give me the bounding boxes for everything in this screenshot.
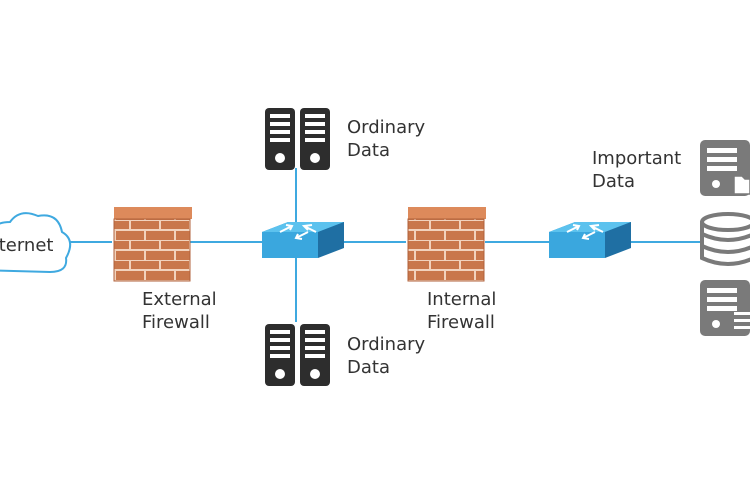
important-data-label-line2: Data xyxy=(592,171,635,192)
important-data-label-line1: Important xyxy=(592,148,681,169)
firewall-top-icon xyxy=(114,207,192,219)
server-icon xyxy=(265,108,330,170)
ordinary-data-bottom-label-line1: Ordinary xyxy=(347,334,426,355)
switch-icon xyxy=(548,221,632,259)
ordinary-data-top-label-line2: Data xyxy=(347,140,390,161)
ordinary-data-bottom: Ordinary Data xyxy=(265,324,426,386)
cloud-icon xyxy=(0,212,72,274)
internet-node: Internet xyxy=(0,212,72,274)
ordinary-data-bottom-label-line2: Data xyxy=(347,357,390,378)
server-icon xyxy=(265,324,330,386)
internal-firewall-label-line2: Firewall xyxy=(427,312,495,333)
switch-2 xyxy=(548,221,632,259)
firewall-icon xyxy=(407,218,485,282)
internal-firewall: Internal Firewall xyxy=(407,207,496,333)
links xyxy=(66,168,700,322)
ordinary-data-top: Ordinary Data xyxy=(265,108,426,170)
external-firewall: External Firewall xyxy=(113,207,217,333)
external-firewall-label-line2: Firewall xyxy=(142,312,210,333)
switch-1 xyxy=(261,221,345,259)
internal-firewall-label-line1: Internal xyxy=(427,289,496,310)
file-server-icon xyxy=(700,140,750,196)
internet-label: Internet xyxy=(0,235,53,256)
switch-icon xyxy=(261,221,345,259)
external-firewall-label-line1: External xyxy=(142,289,217,310)
firewall-top-icon xyxy=(408,207,486,219)
database-icon xyxy=(700,212,750,266)
firewall-icon xyxy=(113,218,191,282)
server-list-icon xyxy=(700,280,750,336)
ordinary-data-top-label-line1: Ordinary xyxy=(347,117,426,138)
